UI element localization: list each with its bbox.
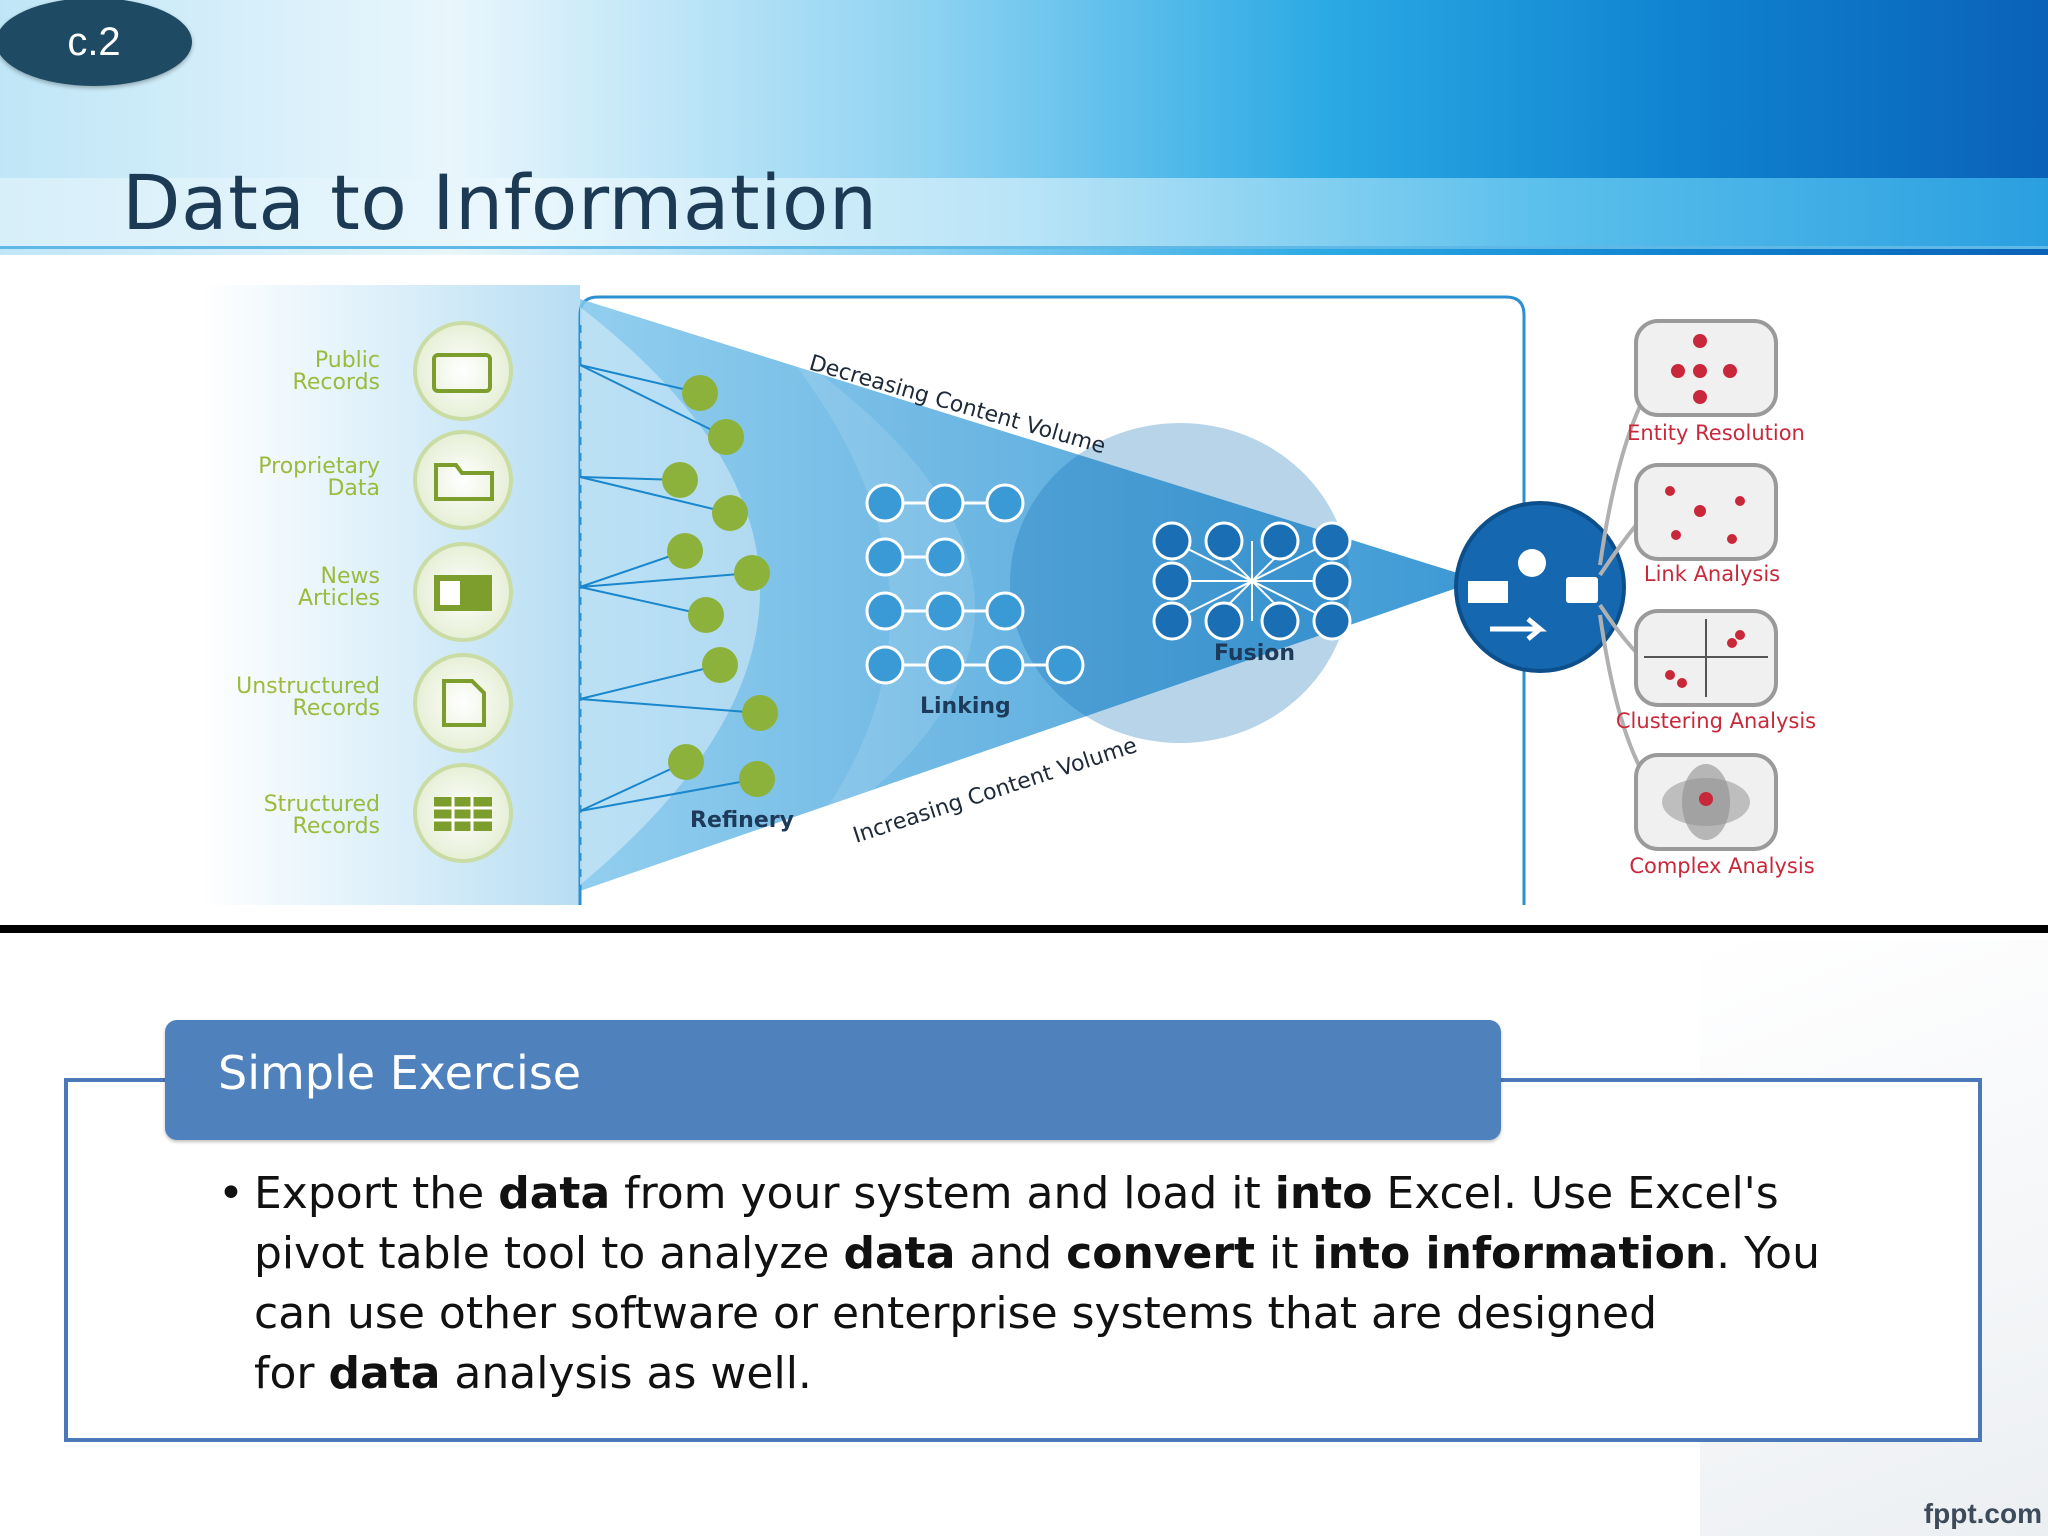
fusion-icons bbox=[1152, 521, 1352, 641]
id-card-shape bbox=[432, 353, 492, 393]
section-divider bbox=[0, 925, 2048, 933]
fusion-network bbox=[1171, 540, 1333, 622]
diagram-svg: Public Records Proprietary Data News Art… bbox=[200, 285, 1816, 905]
hub-plane-icon bbox=[1490, 617, 1547, 641]
data-to-information-diagram: Public Records Proprietary Data News Art… bbox=[0, 285, 1910, 905]
source-news-articles: News Articles bbox=[298, 542, 513, 642]
source-label-unstructured: Unstructured bbox=[236, 674, 380, 699]
source-label-structured: Structured bbox=[264, 792, 380, 817]
hub-person-icon bbox=[1518, 549, 1546, 577]
output-entity-resolution bbox=[1634, 319, 1778, 417]
title-band bbox=[0, 178, 2048, 248]
refinery-icons bbox=[662, 375, 778, 797]
source-label-records-3: Records bbox=[293, 814, 380, 839]
source-label-records-2: Records bbox=[293, 696, 380, 721]
linking-icons bbox=[865, 483, 1085, 685]
plane-icon bbox=[688, 597, 724, 633]
banner-rule bbox=[0, 246, 2048, 249]
output-link-analysis bbox=[1634, 463, 1778, 561]
source-label-news: News bbox=[321, 564, 380, 589]
person-icon bbox=[682, 375, 718, 411]
id-card-icon bbox=[413, 321, 513, 421]
newspaper-column bbox=[440, 581, 460, 605]
folder-shape bbox=[434, 463, 494, 501]
source-label-articles: Articles bbox=[298, 586, 380, 611]
exercise-title: Simple Exercise bbox=[218, 1046, 582, 1100]
stage-label-linking: Linking bbox=[920, 694, 1011, 719]
bullet-marker: • bbox=[218, 1168, 244, 1219]
document-shape bbox=[442, 679, 486, 727]
person-icon bbox=[739, 761, 775, 797]
bank-icon bbox=[708, 419, 744, 455]
hub-bank-icon bbox=[1468, 581, 1508, 603]
output-label-complex-analysis: Complex Analysis bbox=[1629, 854, 1814, 878]
company-icon bbox=[668, 744, 704, 780]
network-icon bbox=[1634, 463, 1778, 561]
brand-watermark: fppt.com bbox=[1923, 1498, 2042, 1529]
stage-label-fusion: Fusion bbox=[1214, 641, 1295, 666]
slide-number-badge: c.2 bbox=[0, 0, 192, 86]
source-label-proprietary: Proprietary bbox=[258, 454, 380, 479]
source-label-public: Public bbox=[315, 348, 380, 373]
linking-zone bbox=[780, 345, 976, 845]
source-label-data: Data bbox=[327, 476, 380, 501]
output-complex-analysis bbox=[1634, 753, 1778, 851]
source-structured-records: Structured Records bbox=[264, 763, 513, 863]
header-banner bbox=[0, 0, 2048, 255]
calendar-icon bbox=[742, 695, 778, 731]
funnel-shape bbox=[580, 299, 1480, 891]
bank-icon bbox=[702, 647, 738, 683]
output-clustering-analysis bbox=[1634, 609, 1778, 707]
stage-label-refinery: Refinery bbox=[690, 808, 794, 833]
folder-icon bbox=[413, 430, 513, 530]
exercise-header-bar bbox=[165, 1020, 1501, 1140]
source-label-records-1: Records bbox=[293, 370, 380, 395]
source-unstructured-records: Unstructured Records bbox=[236, 653, 513, 753]
output-label-clustering-analysis: Clustering Analysis bbox=[1616, 709, 1816, 733]
source-proprietary-data: Proprietary Data bbox=[258, 430, 513, 530]
output-label-link-analysis: Link Analysis bbox=[1644, 562, 1780, 586]
source-public-records: Public Records bbox=[293, 321, 513, 421]
company-icon bbox=[712, 495, 748, 531]
slide-title: Data to Information bbox=[122, 158, 878, 247]
refinery-zone bbox=[580, 307, 760, 885]
output-label-entity-resolution: Entity Resolution bbox=[1627, 421, 1805, 445]
person-icon bbox=[734, 555, 770, 591]
calendar-icon bbox=[667, 533, 703, 569]
refinery-connectors bbox=[579, 364, 761, 812]
plane-icon bbox=[662, 462, 698, 498]
exercise-bullet-text: • Export the data from your system and l… bbox=[218, 1164, 1898, 1404]
exercise-instruction: Export the data from your system and loa… bbox=[254, 1168, 1820, 1399]
table-shape bbox=[434, 797, 492, 831]
source-backdrop bbox=[200, 285, 580, 905]
hub-calendar-icon bbox=[1566, 577, 1598, 603]
document-icon bbox=[413, 653, 513, 753]
